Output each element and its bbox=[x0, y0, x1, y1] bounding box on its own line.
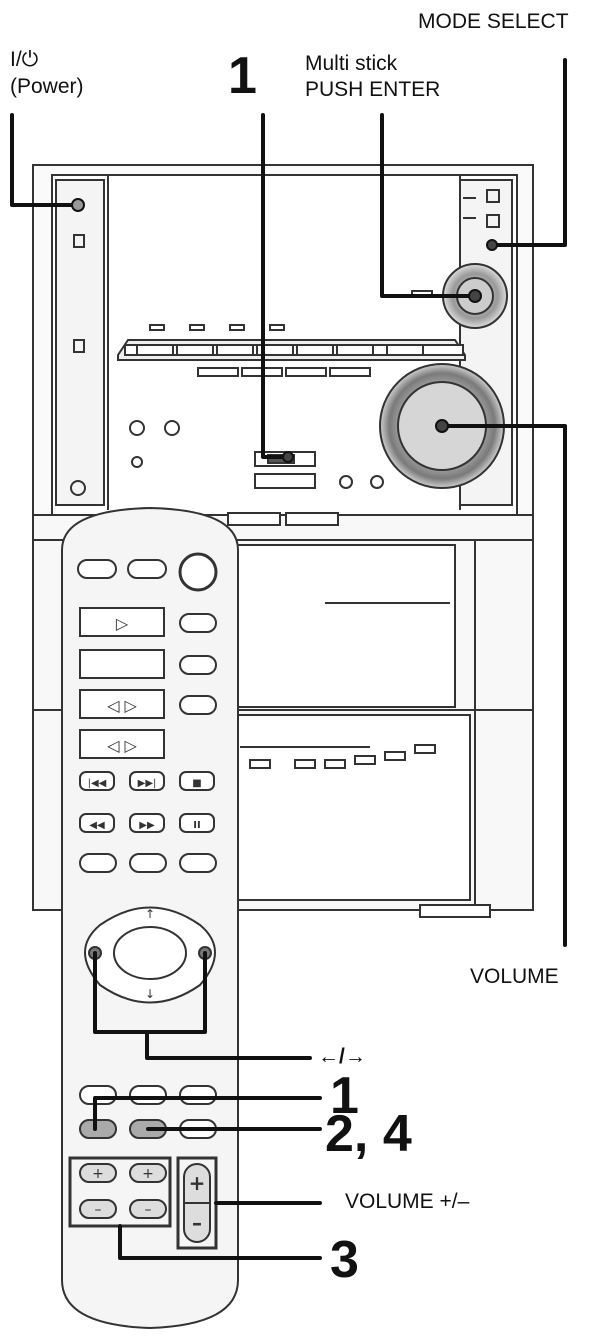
pause-glyph: II bbox=[193, 820, 200, 831]
play-pair-2-glyph: ◁ ▷ bbox=[106, 736, 137, 755]
power-word-label: (Power) bbox=[10, 75, 84, 98]
arrows-callout bbox=[93, 951, 207, 1034]
remote-plus-a bbox=[79, 1163, 117, 1183]
remote-minus-b bbox=[129, 1199, 167, 1219]
main-unit bbox=[32, 164, 534, 918]
multistick-callout bbox=[380, 113, 477, 298]
power-symbol-label: I/⏻ bbox=[10, 48, 39, 71]
remote-play-button bbox=[79, 607, 165, 637]
vol-minus-glyph: – bbox=[192, 1211, 202, 1235]
remote-play-pair-2 bbox=[79, 729, 165, 759]
left-side-panel bbox=[55, 179, 105, 506]
plus-b-glyph: + bbox=[142, 1166, 154, 1182]
callout-lines bbox=[10, 58, 567, 1260]
step1-right-callout bbox=[93, 1096, 322, 1131]
remote-ff-button bbox=[129, 813, 165, 833]
tape-button-2 bbox=[254, 473, 316, 489]
volume-pm-label: VOLUME +/– bbox=[345, 1190, 470, 1213]
arrows-label: ←/→ bbox=[318, 1045, 366, 1068]
play-glyph: ▷ bbox=[116, 614, 129, 633]
minus-a-glyph: – bbox=[95, 1202, 102, 1218]
step-1-right: 1 bbox=[330, 1067, 359, 1125]
remote-control bbox=[61, 506, 239, 1330]
remote-stop-button bbox=[179, 771, 215, 791]
step-1-top: 1 bbox=[228, 47, 257, 105]
ff-glyph: ▶▶ bbox=[139, 820, 155, 831]
remote-btn-top-2 bbox=[127, 559, 167, 579]
remote-display-slot bbox=[79, 649, 165, 679]
volume-label: VOLUME bbox=[470, 965, 559, 988]
step-3: 3 bbox=[330, 1231, 359, 1289]
remote-rew-button bbox=[79, 813, 115, 833]
remote-plus-b bbox=[129, 1163, 167, 1183]
volume-callout bbox=[440, 424, 567, 947]
down-arrow-glyph: ↓ bbox=[145, 987, 155, 1001]
plus-a-glyph: + bbox=[92, 1166, 104, 1182]
step3-callout bbox=[118, 1224, 322, 1260]
next-glyph: ▶▶| bbox=[138, 778, 157, 789]
remote-enter-button bbox=[113, 926, 187, 980]
remote-pause-button bbox=[179, 813, 215, 833]
stop-glyph: ■ bbox=[192, 778, 201, 789]
play-pair-1-glyph: ◁ ▷ bbox=[106, 696, 137, 715]
rew-glyph: ◀◀ bbox=[89, 820, 105, 831]
multistick-label-1: Multi stick bbox=[305, 52, 398, 75]
remote-power-button bbox=[178, 552, 218, 592]
remote-btn-top-1 bbox=[77, 559, 117, 579]
step-2-4: 2, 4 bbox=[325, 1105, 412, 1163]
multistick-label-2: PUSH ENTER bbox=[305, 78, 441, 101]
minus-b-glyph: – bbox=[145, 1202, 152, 1218]
remote-play-pair-1 bbox=[79, 689, 165, 719]
up-arrow-glyph: ↑ bbox=[145, 907, 155, 921]
step1-top-callout bbox=[261, 113, 292, 459]
mode-select-label: MODE SELECT bbox=[418, 10, 569, 33]
mode-indicator-b bbox=[486, 214, 500, 228]
remote-next-button bbox=[129, 771, 165, 791]
vol-plus-glyph: + bbox=[189, 1171, 206, 1195]
mode-indicator-a bbox=[486, 189, 500, 203]
prev-glyph: |◀◀ bbox=[88, 778, 107, 789]
remote-minus-a bbox=[79, 1199, 117, 1219]
power-callout bbox=[10, 113, 80, 207]
arrows-callout-branch bbox=[145, 1030, 312, 1060]
mode-select-callout bbox=[490, 58, 567, 247]
remote-btn-2 bbox=[79, 1119, 117, 1139]
remote-prev-button bbox=[79, 771, 115, 791]
